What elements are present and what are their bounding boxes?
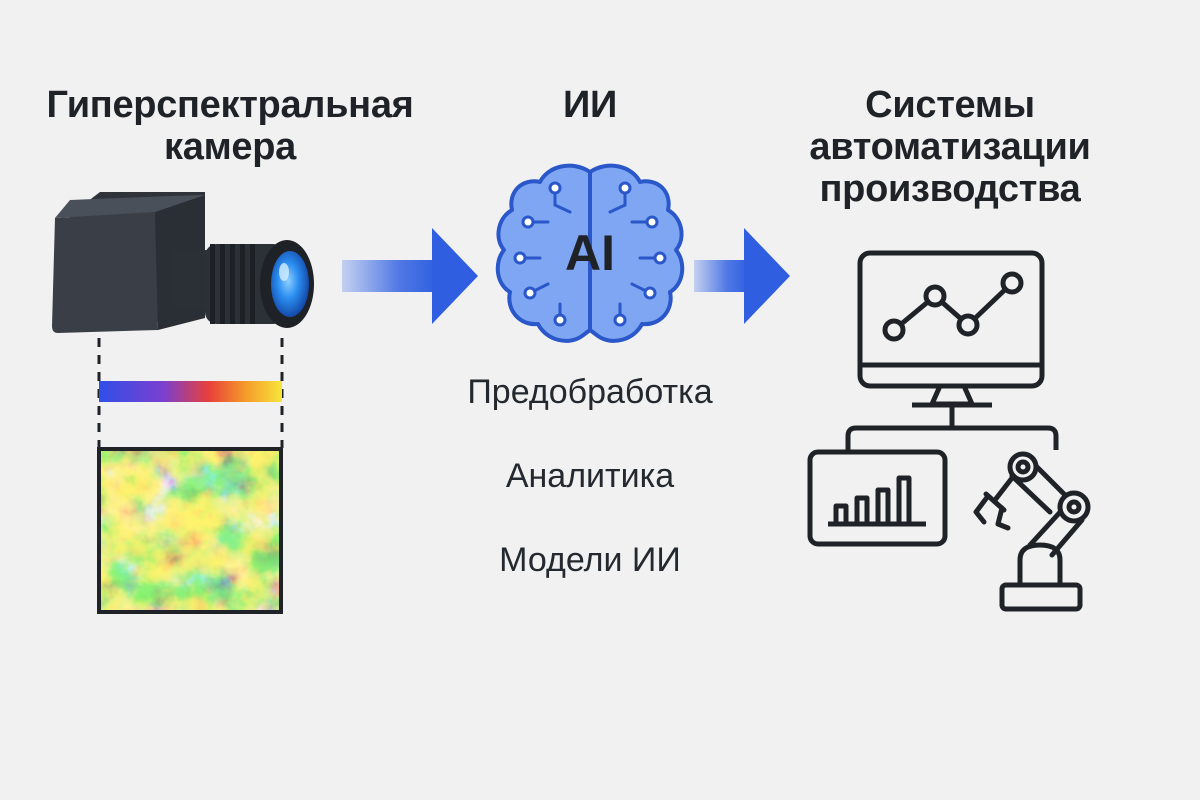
ai-brain-label: AI xyxy=(565,225,615,281)
ai-brain-icon: AI xyxy=(495,163,685,343)
connector-lines xyxy=(845,407,1059,452)
spectrum-bar xyxy=(99,381,282,402)
robot-arm-icon xyxy=(973,451,1091,612)
automation-title: Системы автоматизации производства xyxy=(809,84,1091,210)
camera-title: Гиперспектральная камера xyxy=(46,84,414,168)
hyperspectral-camera-icon xyxy=(52,192,314,333)
monitor-line-chart-icon xyxy=(857,250,1045,408)
bar-chart-panel-icon xyxy=(807,449,948,547)
lens-glass xyxy=(271,251,309,317)
arrow-right-icon xyxy=(342,228,478,324)
arrow-right-icon xyxy=(694,228,790,324)
ai-step-preprocessing: Предобработка xyxy=(467,373,713,411)
hyperspectral-image xyxy=(97,447,283,614)
lens-barrel xyxy=(205,240,314,328)
ai-title: ИИ xyxy=(562,84,618,126)
ai-step-analytics: Аналитика xyxy=(505,457,675,495)
ai-step-models: Модели ИИ xyxy=(499,541,681,579)
